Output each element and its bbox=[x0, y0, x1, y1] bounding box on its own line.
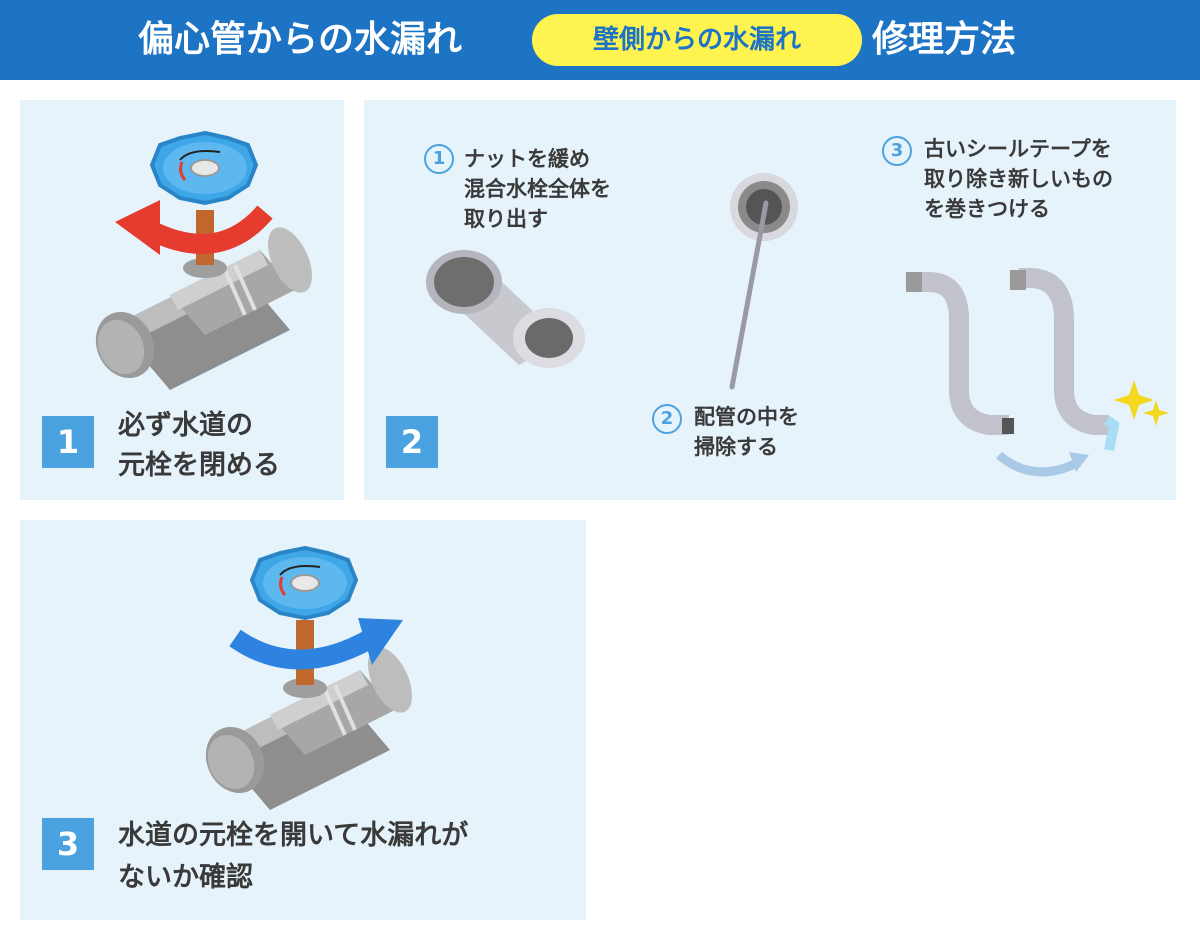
valve-handle-icon bbox=[149, 130, 259, 206]
substep-1-line3: 取り出す bbox=[464, 207, 548, 231]
substep-1-line2: 混合水栓全体を bbox=[464, 177, 611, 201]
substep-1-number: 1 bbox=[424, 144, 454, 174]
sparkle-icon bbox=[1114, 380, 1169, 426]
valve-open-illustration bbox=[205, 545, 413, 810]
substep-2-number: 2 bbox=[652, 404, 682, 434]
pipe-icon bbox=[95, 227, 313, 390]
step-3-line2: ないか確認 bbox=[118, 862, 253, 893]
step-3-panel: 3 水道の元栓を開いて水漏れが ないか確認 bbox=[20, 520, 586, 920]
step-2-number: 2 bbox=[386, 416, 438, 468]
title-part1: 偏心管からの水漏れ bbox=[138, 19, 463, 60]
valve-handle-icon bbox=[249, 545, 359, 621]
title-badge: 壁側からの水漏れ bbox=[532, 14, 862, 66]
step-2-panel: 1 ナットを緩め 混合水栓全体を 取り出す 2 配管の中を 掃除する 3 古いシ… bbox=[364, 100, 1176, 500]
substep-3-line3: を巻きつける bbox=[924, 197, 1050, 221]
pipe-icon bbox=[205, 647, 413, 810]
substep-3-line1: 古いシールテープを bbox=[924, 137, 1112, 161]
substep-2-line2: 掃除する bbox=[694, 435, 778, 459]
valve-close-illustration bbox=[95, 130, 313, 390]
pipe-cleaning-illustration bbox=[729, 173, 798, 390]
removed-pipe-illustration bbox=[426, 250, 585, 368]
step-3-line1: 水道の元栓を開いて水漏れが bbox=[118, 820, 469, 851]
substep-2-line1: 配管の中を bbox=[694, 405, 799, 429]
step-1-line1: 必ず水道の bbox=[118, 410, 253, 441]
step-1-number: 1 bbox=[42, 416, 94, 468]
step-3-number: 3 bbox=[42, 818, 94, 870]
substep-1-line1: ナットを緩め bbox=[464, 147, 590, 171]
close-arrow-icon bbox=[115, 200, 273, 255]
open-arrow-icon bbox=[229, 618, 403, 670]
pipe-icon bbox=[426, 250, 585, 368]
step-1-panel: 1 必ず水道の 元栓を閉める bbox=[20, 100, 344, 500]
old-pipe-icon bbox=[906, 272, 1014, 435]
substep-3-line2: 取り除き新しいもの bbox=[924, 167, 1113, 191]
substep-3-number: 3 bbox=[882, 136, 912, 166]
new-pipe-icon bbox=[1010, 268, 1120, 451]
step-1-line2: 元栓を閉める bbox=[118, 450, 280, 481]
title-banner: 偏心管からの水漏れ 壁側からの水漏れ 修理方法 bbox=[0, 0, 1200, 80]
swap-arrow-icon bbox=[996, 451, 1082, 477]
seal-tape-illustration bbox=[906, 268, 1169, 477]
title-part2: 修理方法 bbox=[872, 19, 1017, 60]
